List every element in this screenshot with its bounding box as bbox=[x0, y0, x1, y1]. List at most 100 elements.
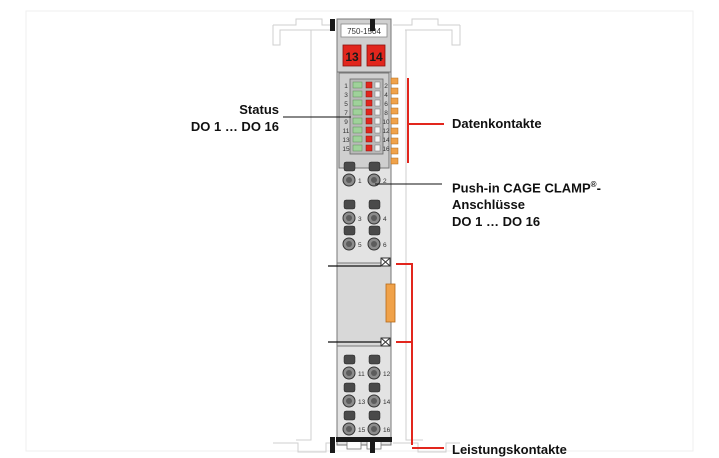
leader-lines bbox=[283, 78, 444, 449]
status-callout-line2: DO 1 … DO 16 bbox=[190, 119, 279, 134]
datenkontakte-callout: Datenkontakte bbox=[452, 115, 542, 132]
push-button-12[interactable] bbox=[368, 354, 381, 365]
push-button-15[interactable] bbox=[343, 410, 356, 421]
push-button-1[interactable] bbox=[343, 161, 356, 172]
status-callout: Status DO 1 … DO 16 bbox=[168, 101, 279, 135]
status-led-3 bbox=[352, 90, 363, 98]
clamp-opening-inner bbox=[346, 177, 352, 183]
status-callout-line1: Status bbox=[239, 102, 279, 117]
led-number-3: 3 bbox=[344, 92, 348, 99]
status-led-12 bbox=[374, 126, 381, 134]
terminal-number-3: 3 bbox=[358, 216, 362, 223]
ghost-outlines bbox=[272, 18, 461, 453]
clamp-callout-line3: DO 1 … DO 16 bbox=[452, 214, 541, 230]
status-led-11 bbox=[352, 126, 363, 134]
status-led-16 bbox=[374, 144, 381, 152]
terminal-number-13: 13 bbox=[358, 399, 366, 406]
push-button-11[interactable] bbox=[343, 354, 356, 365]
data-contact bbox=[390, 77, 399, 85]
part-label-field bbox=[340, 23, 388, 38]
part-number: 750-1504 bbox=[347, 27, 381, 36]
led-number-9: 9 bbox=[344, 119, 348, 126]
clamp-opening-inner bbox=[371, 177, 377, 183]
led-number-1: 1 bbox=[344, 83, 348, 90]
registered-mark: ® bbox=[590, 180, 597, 189]
status-led-1 bbox=[352, 81, 363, 89]
bottom-latch-left bbox=[346, 440, 362, 450]
push-button-4[interactable] bbox=[368, 199, 381, 210]
status-led-marker-13 bbox=[365, 135, 373, 143]
led-number-16: 16 bbox=[382, 146, 390, 153]
led-number-15: 15 bbox=[342, 146, 350, 153]
power-jumper-section bbox=[336, 262, 392, 347]
status-led-2 bbox=[374, 81, 381, 89]
push-button-13[interactable] bbox=[343, 382, 356, 393]
data-contact bbox=[390, 107, 399, 115]
status-led-marker-15 bbox=[365, 144, 373, 152]
led-number-12: 12 bbox=[382, 128, 390, 135]
clamp-opening-inner bbox=[346, 370, 352, 376]
terminal-number-14: 14 bbox=[383, 399, 391, 406]
led-number-8: 8 bbox=[384, 110, 388, 117]
clamp-callout-line2: Anschlüsse bbox=[452, 197, 525, 213]
led-window bbox=[349, 78, 384, 155]
status-led-marker-7 bbox=[365, 108, 373, 116]
terminal-number-16: 16 bbox=[383, 427, 391, 434]
clamp-opening-inner bbox=[346, 241, 352, 247]
status-led-4 bbox=[374, 90, 381, 98]
push-button-6[interactable] bbox=[368, 225, 381, 236]
data-contact bbox=[390, 137, 399, 145]
rail-clip-bottom bbox=[336, 437, 392, 442]
status-led-marker-9 bbox=[365, 117, 373, 125]
datenkontakte-label: Datenkontakte bbox=[452, 116, 542, 131]
outer-frame bbox=[25, 10, 694, 452]
power-bracket bbox=[396, 263, 413, 445]
clamp-opening-inner bbox=[371, 370, 377, 376]
clamp-opening-inner bbox=[371, 398, 377, 404]
status-led-10 bbox=[374, 117, 381, 125]
leistungskontakte-label: Leistungskontakte bbox=[452, 442, 567, 457]
clamp-opening-inner bbox=[346, 215, 352, 221]
terminal-number-2: 2 bbox=[383, 178, 387, 185]
push-button-5[interactable] bbox=[343, 225, 356, 236]
led-number-6: 6 bbox=[384, 101, 388, 108]
push-button-3[interactable] bbox=[343, 199, 356, 210]
led-number-13: 13 bbox=[342, 137, 350, 144]
led-number-7: 7 bbox=[344, 110, 348, 117]
power-jumper-contact bbox=[385, 283, 396, 323]
led-number-5: 5 bbox=[344, 101, 348, 108]
led-number-11: 11 bbox=[343, 128, 350, 135]
rail-clip-right bbox=[370, 437, 375, 453]
clamp-opening-inner bbox=[371, 241, 377, 247]
data-contact bbox=[390, 87, 399, 95]
rail-clip-left bbox=[330, 437, 335, 453]
marker-14 bbox=[366, 44, 386, 67]
terminal-number-5: 5 bbox=[358, 242, 362, 249]
terminal-number-4: 4 bbox=[383, 216, 387, 223]
push-button-16[interactable] bbox=[368, 410, 381, 421]
marker-14-label: 14 bbox=[369, 50, 383, 64]
clamp-opening-inner bbox=[371, 426, 377, 432]
data-contact bbox=[390, 157, 399, 165]
status-led-marker-5 bbox=[365, 99, 373, 107]
clamp-callout-dash: - bbox=[596, 180, 601, 196]
led-number-14: 14 bbox=[382, 137, 390, 144]
push-button-14[interactable] bbox=[368, 382, 381, 393]
clamp-callout-line1: Push-in CAGE CLAMP®- bbox=[452, 176, 601, 196]
status-led-marker-3 bbox=[365, 90, 373, 98]
led-number-2: 2 bbox=[384, 83, 388, 90]
status-led-9 bbox=[352, 117, 363, 125]
status-led-13 bbox=[352, 135, 363, 143]
clamp-opening-inner bbox=[346, 426, 352, 432]
status-led-5 bbox=[352, 99, 363, 107]
terminal-number-12: 12 bbox=[383, 371, 391, 378]
marker-13 bbox=[342, 44, 362, 67]
push-button-2[interactable] bbox=[368, 161, 381, 172]
led-number-4: 4 bbox=[384, 92, 388, 99]
data-contact bbox=[390, 97, 399, 105]
clamp-opening-inner bbox=[346, 398, 352, 404]
rail-clip-top-right bbox=[370, 19, 375, 31]
clamp-opening-inner bbox=[371, 215, 377, 221]
status-led-15 bbox=[352, 144, 363, 152]
